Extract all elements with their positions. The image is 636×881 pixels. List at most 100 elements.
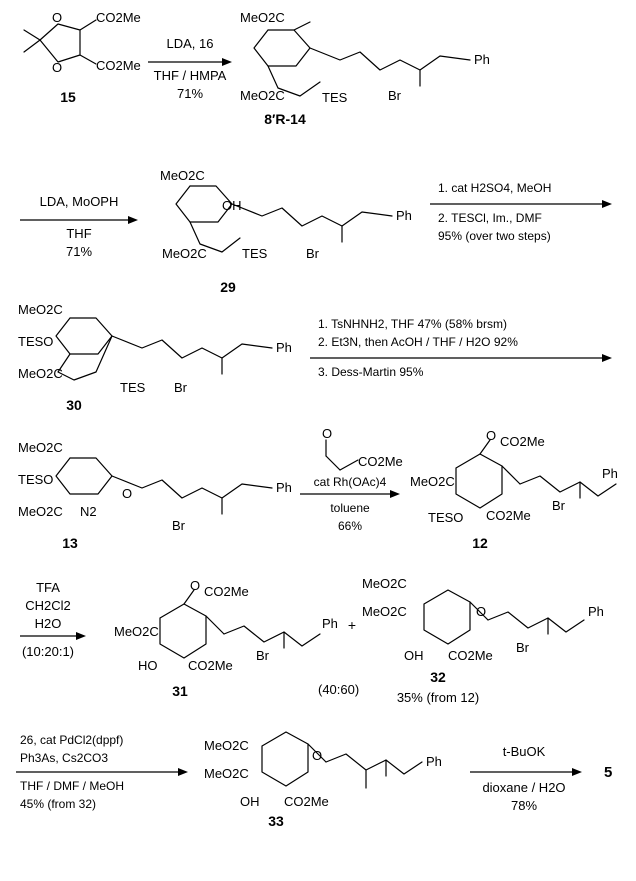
- ester-label: MeO2C: [410, 474, 455, 489]
- step8-base: t-BuOK: [503, 744, 546, 759]
- phenyl-label: Ph: [602, 466, 618, 481]
- bridge-oxygen-label: O: [486, 428, 496, 443]
- ester-label: CO2Me: [188, 658, 233, 673]
- tes-label: TES: [242, 246, 268, 261]
- ring-oxygen-label: O: [312, 748, 322, 763]
- compound-32-yield: 35% (from 12): [397, 690, 479, 705]
- step2-reagent: LDA, MoOPH: [40, 194, 119, 209]
- phenyl-label: Ph: [396, 208, 412, 223]
- step1-reagent: LDA, 16: [167, 36, 214, 51]
- ester-label: MeO2C: [18, 302, 63, 317]
- plus-sign: +: [348, 617, 356, 633]
- phenyl-label: Ph: [276, 340, 292, 355]
- step7-line4: 45% (from 32): [20, 797, 96, 811]
- compound-label-33: 33: [268, 813, 284, 829]
- arrow-step-3: [430, 200, 612, 208]
- ester-label: MeO2C: [162, 246, 207, 261]
- ester-label: MeO2C: [240, 88, 285, 103]
- ester-label: CO2Me: [500, 434, 545, 449]
- compound-label-31: 31: [172, 683, 188, 699]
- bromo-label: Br: [174, 380, 188, 395]
- compound-31-structure: O CO2Me MeO2C HO CO2Me Br Ph: [114, 578, 338, 673]
- hydroxyl-label: OH: [240, 794, 260, 809]
- phenyl-label: Ph: [276, 480, 292, 495]
- compound-32-structure: MeO2C MeO2C O OH CO2Me Br Ph: [362, 576, 604, 663]
- step3-line1: 1. cat H2SO4, MeOH: [438, 181, 551, 195]
- compound-29-structure: MeO2C OH MeO2C TES Br Ph: [160, 168, 412, 261]
- bromo-label: Br: [172, 518, 186, 533]
- step6-line1: TFA: [36, 580, 60, 595]
- ester-label: CO2Me: [358, 454, 403, 469]
- step2-yield: 71%: [66, 244, 92, 259]
- step7-line1: 26, cat PdCl2(dppf): [20, 733, 123, 747]
- arrow-step-1: [148, 58, 232, 66]
- tes-label: TES: [120, 380, 146, 395]
- arrow-step-2: [20, 216, 138, 224]
- tes-label: TES: [322, 90, 348, 105]
- compound-12-structure: O CO2Me MeO2C TESO CO2Me Br Ph: [410, 428, 618, 525]
- ester-label: MeO2C: [18, 366, 63, 381]
- ring-oxygen-label: O: [52, 10, 62, 25]
- ester-label: MeO2C: [18, 440, 63, 455]
- step4-line1: 1. TsNHNH2, THF 47% (58% brsm): [318, 317, 507, 331]
- ester-label: CO2Me: [486, 508, 531, 523]
- compound-label-14: 8′R-14: [264, 111, 306, 127]
- step8-solvent: dioxane / H2O: [482, 780, 565, 795]
- compound-15-structure: O O CO2Me CO2Me: [23, 10, 141, 75]
- ester-label: MeO2C: [204, 738, 249, 753]
- glyoxylate-reagent: O CO2Me: [322, 426, 403, 471]
- ester-label: CO2Me: [284, 794, 329, 809]
- step4-line3: 3. Dess-Martin 95%: [318, 365, 424, 379]
- compound-label-12: 12: [472, 535, 488, 551]
- compound-label-30: 30: [66, 397, 82, 413]
- diazo-label: N2: [80, 504, 97, 519]
- bromo-label: Br: [552, 498, 566, 513]
- step1-yield: 71%: [177, 86, 203, 101]
- hydroxyl-label: OH: [404, 648, 424, 663]
- step8-yield: 78%: [511, 798, 537, 813]
- compound-label-13: 13: [62, 535, 78, 551]
- compound-30-structure: MeO2C TESO MeO2C TES Br Ph: [18, 302, 292, 395]
- arrow-step-4: [310, 354, 612, 362]
- hydroxyl-label: HO: [138, 658, 158, 673]
- ester-label: MeO2C: [114, 624, 159, 639]
- step1-solvent: THF / HMPA: [154, 68, 227, 83]
- step5-yield: 66%: [338, 519, 362, 533]
- compound-label-15: 15: [60, 89, 76, 105]
- step5-catalyst: cat Rh(OAc)4: [314, 475, 387, 489]
- ester-label: CO2Me: [96, 10, 141, 25]
- step7-line3: THF / DMF / MeOH: [20, 779, 124, 793]
- compound-label-5: 5: [604, 764, 612, 781]
- compound-33-structure: MeO2C MeO2C O OH CO2Me Ph: [204, 731, 442, 809]
- arrow-step-5: [300, 490, 400, 498]
- bromo-label: Br: [516, 640, 530, 655]
- step6-line2: CH2Cl2: [25, 598, 71, 613]
- step5-solvent: toluene: [330, 501, 370, 515]
- ester-label: MeO2C: [204, 766, 249, 781]
- ester-label: MeO2C: [18, 504, 63, 519]
- ester-label: MeO2C: [160, 168, 205, 183]
- compound-label-32: 32: [430, 669, 446, 685]
- hydroxyl-label: OH: [222, 198, 242, 213]
- ester-label: MeO2C: [240, 10, 285, 25]
- step7-line2: Ph3As, Cs2CO3: [20, 751, 108, 765]
- compound-label-29: 29: [220, 279, 236, 295]
- step3-line2: 2. TESCl, Im., DMF: [438, 211, 542, 225]
- phenyl-label: Ph: [588, 604, 604, 619]
- ester-label: MeO2C: [362, 604, 407, 619]
- aldehyde-oxygen-label: O: [322, 426, 332, 441]
- arrow-step-8: [470, 768, 582, 776]
- bromo-label: Br: [256, 648, 270, 663]
- phenyl-label: Ph: [322, 616, 338, 631]
- ester-label: MeO2C: [362, 576, 407, 591]
- ring-oxygen-label: O: [52, 60, 62, 75]
- step6-ratio: (10:20:1): [22, 644, 74, 659]
- arrow-step-7: [16, 768, 188, 776]
- step4-line2: 2. Et3N, then AcOH / THF / H2O 92%: [318, 335, 518, 349]
- ketone-oxygen-label: O: [122, 486, 132, 501]
- ester-label: CO2Me: [448, 648, 493, 663]
- bridge-oxygen-label: O: [190, 578, 200, 593]
- compound-13-structure: MeO2C TESO MeO2C N2 O Br Ph: [18, 440, 292, 533]
- teso-label: TESO: [428, 510, 463, 525]
